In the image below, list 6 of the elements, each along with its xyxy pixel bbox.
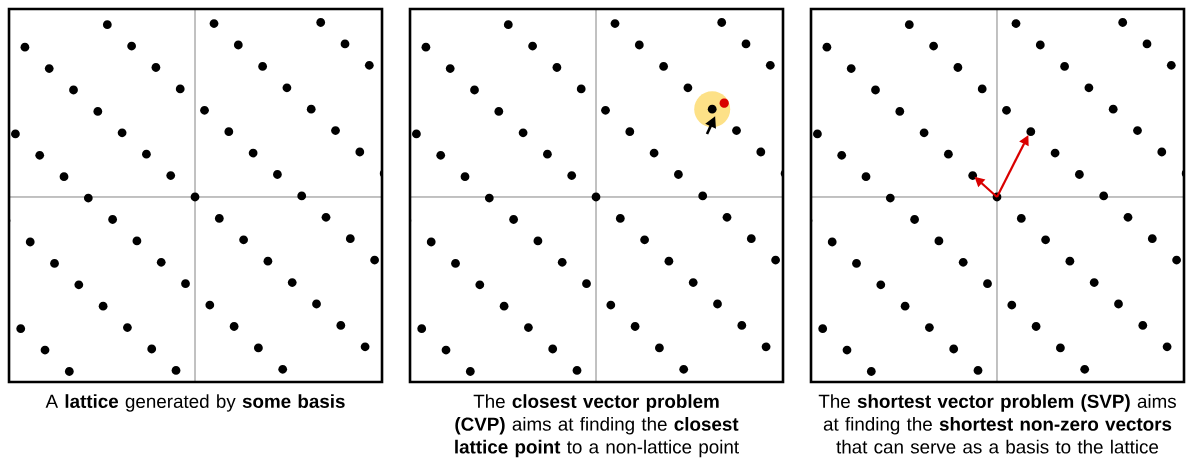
lattice-panel bbox=[809, 7, 1186, 384]
lattice-panel bbox=[408, 7, 785, 384]
caption: The shortest vector problem (SVP) aims at finding the shortest non-zero vectors that can serve as a basis to the lattice bbox=[818, 394, 1176, 454]
lattice-panel bbox=[7, 7, 384, 384]
caption: A lattice generated by some basis bbox=[45, 394, 345, 412]
caption: The closest vector problem (CVP) aims at finding the closest lattice point to a non-lattice point bbox=[455, 394, 739, 458]
